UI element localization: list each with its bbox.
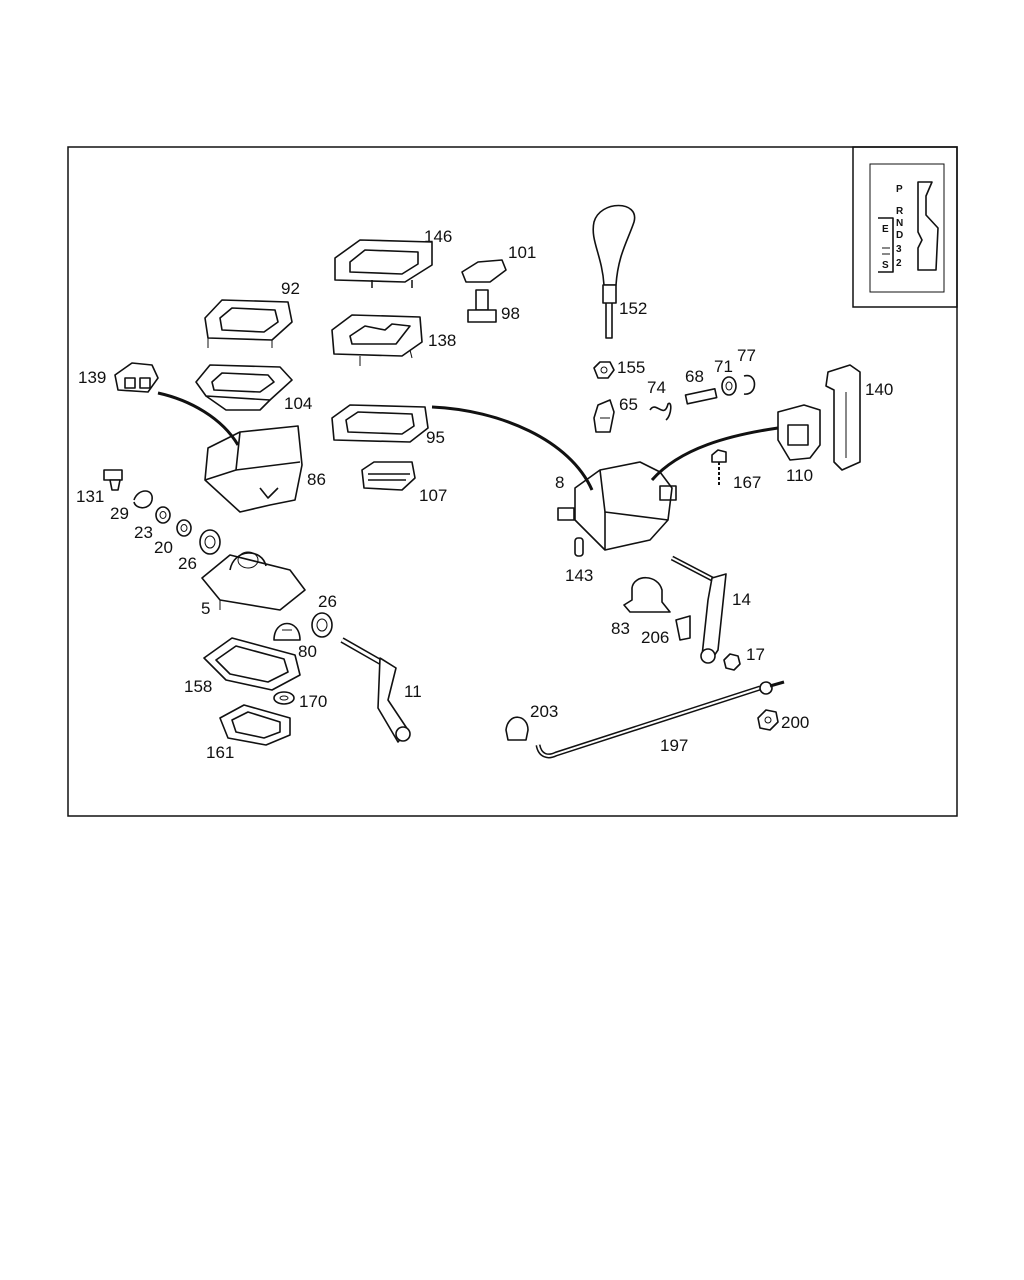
part-17-nut [723,653,741,671]
part-110-switch [777,404,821,461]
part-155-nut [593,361,615,379]
part-101-clip [461,259,507,283]
part-26-bushing-b [311,612,333,638]
label-170: 170 [299,692,327,711]
part-206-clip [675,615,691,641]
label-110: 110 [786,466,813,485]
part-71-bushing [721,376,737,396]
label-98: 98 [501,304,520,323]
part-14-lever [670,555,727,664]
gate-pos-r: R [896,206,904,217]
label-26-a: 26 [178,554,197,573]
part-86-console [204,425,303,513]
label-155: 155 [617,358,645,377]
part-29-circlip [133,490,153,509]
label-11: 11 [404,682,422,701]
part-203-cap [505,716,529,741]
label-26-b: 26 [318,592,337,611]
part-143-bulb [574,537,584,557]
label-86: 86 [307,470,326,489]
label-197: 197 [660,736,688,755]
label-92: 92 [281,279,300,298]
label-65: 65 [619,395,638,414]
part-95-frame [331,404,429,443]
label-77: 77 [737,346,756,365]
label-143: 143 [565,566,593,585]
part-98-pin [467,289,497,323]
label-5: 5 [201,599,210,618]
part-80-bushing [273,622,301,641]
gate-prog-e: E [882,224,889,235]
gate-pos-2: 2 [896,258,902,269]
arrow-139-to-86 [157,391,240,446]
part-23-washer [155,506,171,524]
part-92-frame [204,299,293,348]
label-83: 83 [611,619,630,638]
label-140: 140 [865,380,893,399]
part-77-clip [743,374,756,395]
part-68-pin [684,387,718,405]
label-95: 95 [426,428,445,447]
part-161-gasket [219,704,291,746]
label-107: 107 [419,486,447,505]
label-131: 131 [76,487,104,506]
label-14: 14 [732,590,751,609]
part-197-rod [535,685,761,759]
part-152-shift-knob [592,204,636,339]
part-11-selector-shaft [340,637,411,743]
label-206: 206 [641,628,669,647]
label-71: 71 [714,357,733,376]
part-20-washer [176,519,192,537]
arrow-95-to-8 [431,405,594,491]
label-138: 138 [428,331,456,350]
label-17: 17 [746,645,765,664]
label-29: 29 [110,504,129,523]
label-167: 167 [733,473,761,492]
label-139: 139 [78,368,106,387]
label-8: 8 [555,473,564,492]
label-152: 152 [619,299,647,318]
part-131-fastener [103,469,123,491]
label-101: 101 [508,243,536,262]
part-139-switch [114,362,159,393]
part-107-pad [361,461,416,491]
part-83-bracket [623,576,671,613]
label-200: 200 [781,713,809,732]
gate-pos-p: P [896,184,903,195]
label-203: 203 [530,702,558,721]
label-104: 104 [284,394,312,413]
part-167-bolt [711,449,727,486]
part-146-trim-frame [334,239,433,288]
label-158: 158 [184,677,212,696]
gate-prog-s: S [882,260,889,271]
part-138-cover [331,314,423,366]
part-140-rail [825,364,861,471]
part-200-nut [757,709,779,731]
part-5-base-plate [201,551,306,611]
gate-pos-n: N [896,218,903,229]
label-23: 23 [134,523,153,542]
part-158-gasket [203,637,301,691]
gate-pos-3: 3 [896,244,902,255]
label-161: 161 [206,743,234,762]
part-104-housing [195,364,293,411]
label-68: 68 [685,367,704,386]
ball-joint [759,680,785,695]
part-170-washer [273,691,295,705]
label-20: 20 [154,538,173,557]
label-146: 146 [424,227,452,246]
gate-pos-d: D [896,230,903,241]
part-74-spring [649,402,672,421]
label-74: 74 [647,378,666,397]
part-65-bracket [593,399,615,433]
part-26-bushing-a [199,529,221,555]
diagram-frame [67,146,958,817]
part-8-shifter-housing [557,461,677,551]
shift-gate-inset: P R N D 3 2 E S [852,146,958,308]
arrow-110-to-8 [650,426,779,481]
label-80: 80 [298,642,317,661]
